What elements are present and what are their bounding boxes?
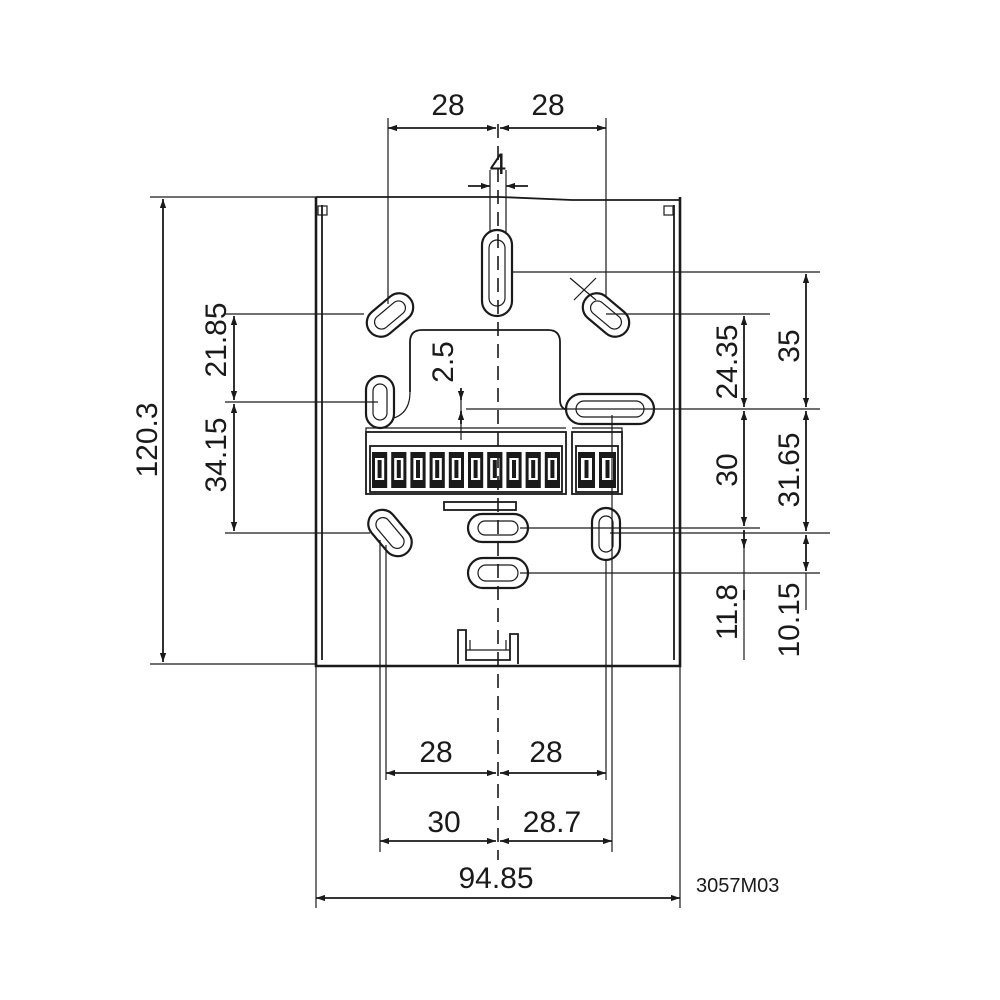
- terminal-screw: [448, 452, 464, 488]
- drawing-reference: 3057M03: [696, 875, 779, 897]
- dim-slot-width: 4: [490, 148, 507, 181]
- dim-left-21-85: 21.85: [200, 302, 233, 377]
- terminal-screw: [372, 452, 388, 488]
- terminal-screw: [578, 452, 595, 488]
- dim-overall-height: 120.3: [131, 402, 164, 477]
- extension-lines: [150, 118, 830, 908]
- inner-recess: [409, 329, 571, 411]
- dim-center-2-5: 2.5: [427, 341, 460, 383]
- dim-right-31-65: 31.65: [773, 432, 806, 507]
- terminal-screw: [506, 452, 522, 488]
- terminal-screw: [544, 452, 560, 488]
- dim-bottom-left-28: 28: [419, 736, 452, 769]
- terminal-screw: [599, 452, 616, 488]
- dim-top-right-28: 28: [531, 89, 564, 122]
- terminal-screw: [487, 452, 503, 488]
- dim-bottom-right-28: 28: [529, 736, 562, 769]
- terminal-screw: [391, 452, 407, 488]
- dim-left-34-15: 34.15: [200, 417, 233, 492]
- dim-bottom-28-7: 28.7: [523, 806, 581, 839]
- dimension-lines: [159, 124, 810, 902]
- dim-overall-width: 94.85: [458, 862, 533, 895]
- dim-right-10-15: 10.15: [773, 582, 806, 657]
- dim-right-30: 30: [711, 453, 744, 486]
- dim-right-24-35: 24.35: [711, 324, 744, 399]
- dim-top-left-28: 28: [431, 89, 464, 122]
- terminal-screw: [525, 452, 541, 488]
- terminal-screw: [410, 452, 426, 488]
- terminal-screw: [468, 452, 484, 488]
- terminal-block-aux: [571, 431, 623, 495]
- top-vertical-slot: [480, 228, 514, 318]
- dim-bottom-30: 30: [427, 806, 460, 839]
- dim-right-35: 35: [773, 329, 806, 362]
- terminal-screw: [429, 452, 445, 488]
- terminal-ledge: [443, 501, 517, 511]
- dimension-labels: 28 28 4 120.3 21.85 34.15 2.5 24.35 30 1…: [131, 89, 806, 897]
- dim-right-11-8: 11.8: [711, 584, 744, 640]
- terminal-block-main: [365, 431, 567, 495]
